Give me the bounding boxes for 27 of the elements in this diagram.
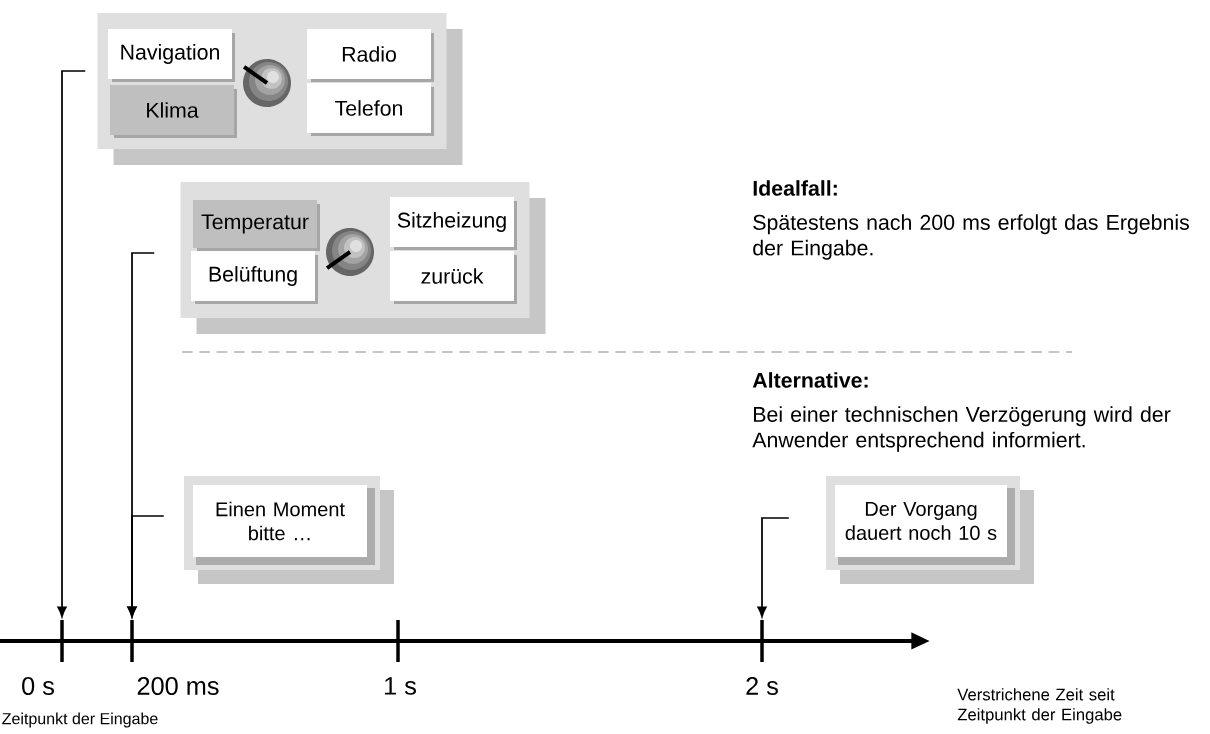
tick-mark	[130, 620, 134, 662]
description-text: Bei einer technischen Verzögerung wird der Anwender entsprechend informiert.	[752, 406, 1171, 452]
tick-label: 0 s	[22, 677, 54, 695]
arrow	[757, 517, 790, 618]
menu-button: Telefon	[307, 83, 434, 136]
tick-mark	[760, 620, 764, 662]
tick-label: 1 s	[385, 677, 416, 695]
menu-button: Klima	[110, 85, 237, 138]
description-text: Spätestens nach 200 ms erfolgt das Ergebnis der Eingabe.	[753, 214, 1189, 260]
axis-label: Zeitpunkt der Eingabe	[2, 712, 158, 728]
tick-label: 200 ms	[137, 677, 219, 695]
menu-button: zurück	[390, 251, 517, 304]
message-box: Einen Moment bitte …	[184, 476, 394, 584]
menu-button: Radio	[307, 29, 434, 82]
tick-label: 2 s	[746, 677, 778, 695]
menu-button: Navigation	[108, 29, 235, 82]
heading: Idealfall:	[753, 180, 837, 196]
tick-mark	[60, 620, 64, 662]
tick-mark	[396, 620, 400, 662]
menu-button: Sitzheizung	[390, 197, 517, 250]
heading: Alternative:	[752, 372, 868, 388]
message-box: Der Vorgang dauert noch 10 s	[826, 476, 1034, 584]
axis-label: Verstrichene Zeit seit Zeitpunkt der Eingabe	[957, 688, 1122, 724]
menu-button: Temperatur	[193, 200, 320, 251]
arrow	[127, 515, 165, 618]
arrow	[57, 70, 87, 618]
menu-button: Belüftung	[191, 251, 318, 304]
